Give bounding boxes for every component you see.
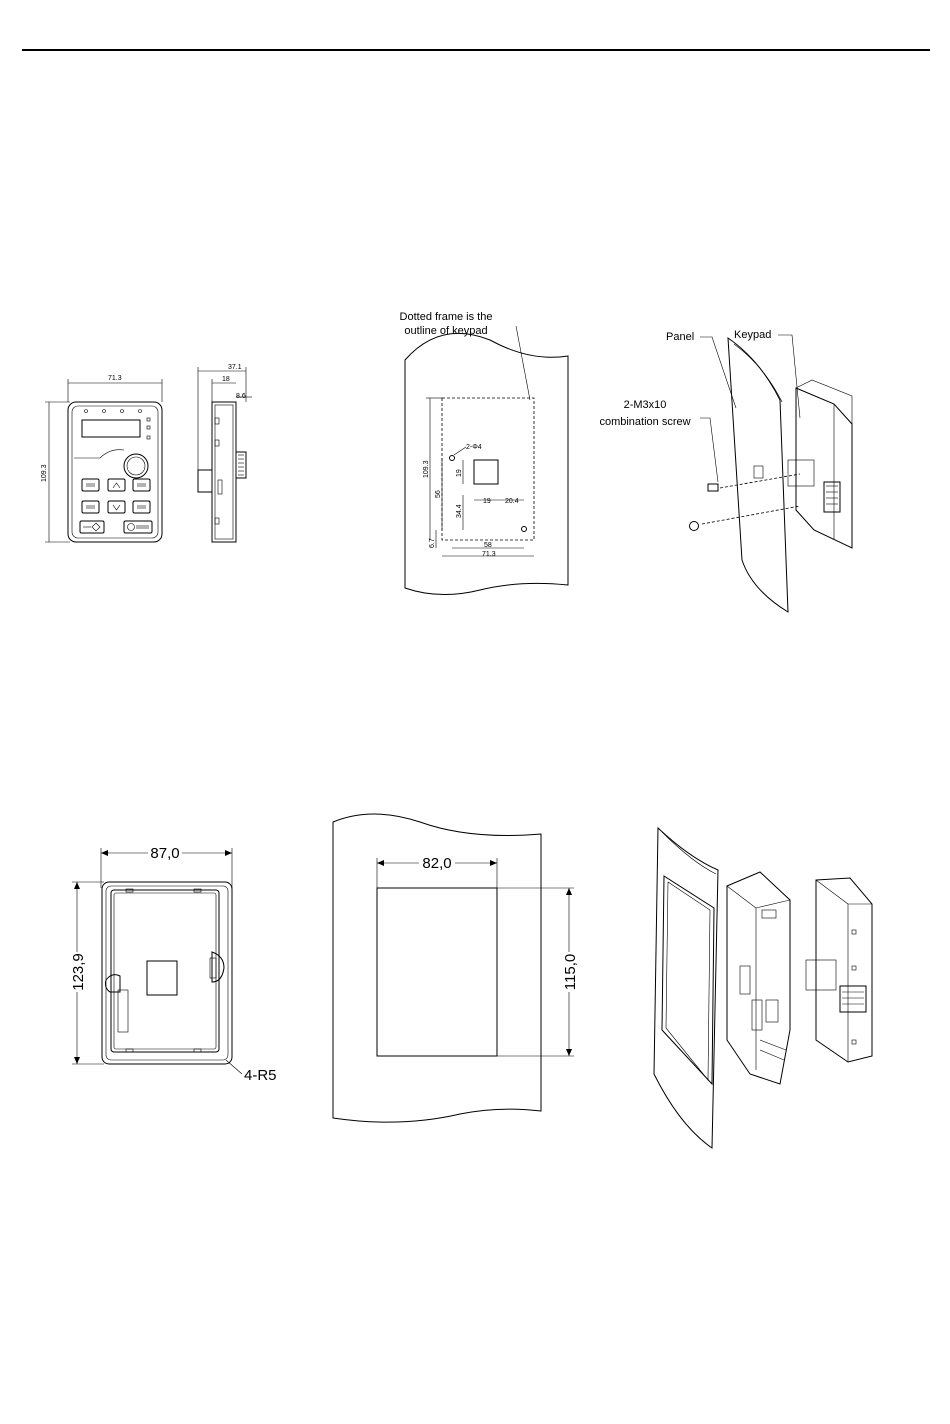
panel-label: Panel: [666, 331, 694, 343]
cutout-dim-7: 58: [484, 542, 492, 549]
cutout-width-dim: 82,0: [422, 855, 451, 872]
top-panel-cutout: Dotted frame is the outline of keypad 2-…: [400, 311, 568, 595]
bracket-width-dim: 87,0: [150, 845, 179, 862]
cutout-dim-5: 19: [483, 498, 491, 505]
bracket-radius-label: 4-R5: [244, 1067, 277, 1084]
front-height-dim: 109.3: [41, 464, 48, 482]
front-width-dim: 71.3: [108, 375, 122, 382]
cutout-note-line1: Dotted frame is the: [400, 311, 493, 323]
screw-label-line2: combination screw: [599, 416, 690, 428]
bottom-panel-cutout: 82,0 115,0: [333, 814, 579, 1122]
cutout-note-line2: outline of keypad: [404, 325, 487, 337]
bracket-height-dim: 123,9: [70, 953, 87, 991]
cutout-dim-3: 34.4: [456, 504, 463, 518]
keypad-label: Keypad: [734, 329, 771, 341]
cutout-height-dim: 115,0: [562, 954, 579, 990]
keypad-front-view: 71.3 109.3: [41, 375, 162, 542]
side-thickness-dim: 8.6: [236, 393, 246, 400]
screw-label-line1: 2-M3x10: [624, 399, 667, 411]
side-offset-dim: 18: [222, 376, 230, 383]
cutout-dim-2: 19: [456, 469, 463, 477]
hole-label: 2-Φ4: [466, 444, 482, 451]
bracket-front-view: 87,0 123,9 4-R5: [68, 844, 277, 1084]
cutout-dim-6: 20.4: [505, 498, 519, 505]
cutout-dim-1: 56: [435, 490, 442, 498]
bottom-exploded-assembly: [654, 828, 872, 1148]
top-assembly-view: Panel Keypad 2-M3x10 combination screw: [599, 329, 852, 612]
keypad-side-view: 37.1 18 8.6: [198, 364, 252, 542]
cutout-dim-4: 6.7: [429, 538, 436, 548]
cutout-dim-0: 109.3: [423, 460, 430, 478]
cutout-dim-8: 71.3: [482, 551, 496, 558]
side-depth-dim: 37.1: [228, 364, 242, 371]
